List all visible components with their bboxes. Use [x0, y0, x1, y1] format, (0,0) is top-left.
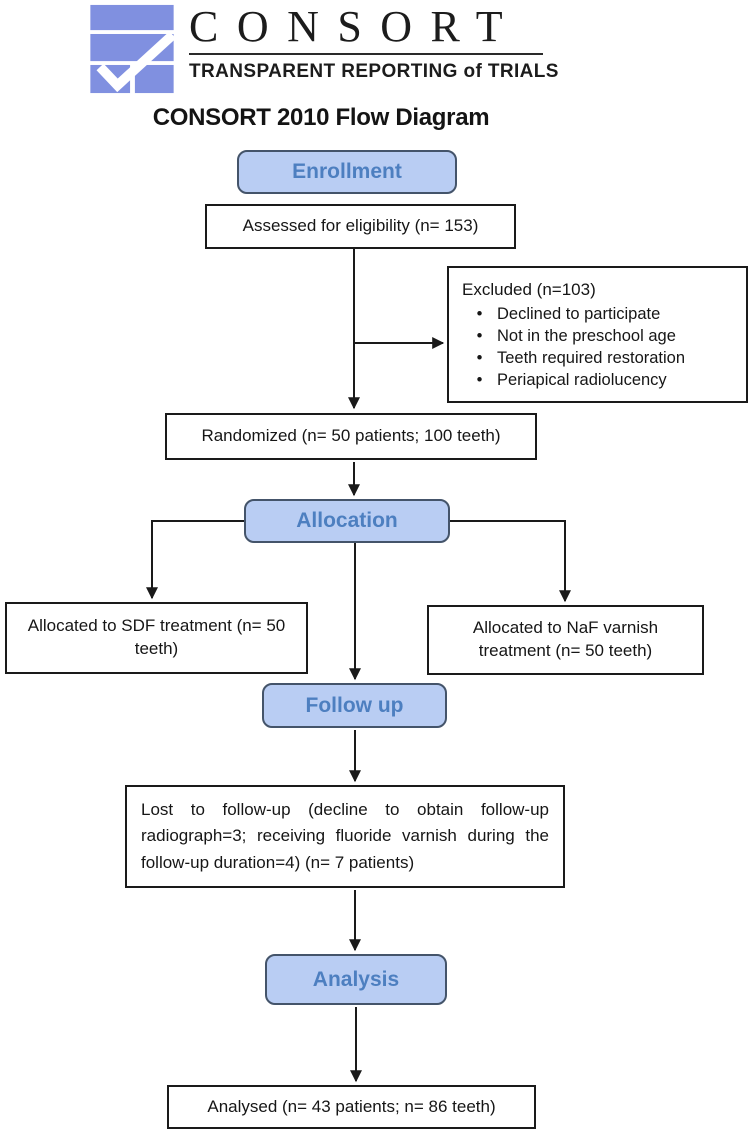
lost-to-followup-box: Lost to follow-up (decline to obtain fol…: [125, 785, 565, 888]
excluded-list: • Declined to participate • Not in the pre…: [462, 303, 738, 391]
excluded-item: • Periapical radiolucency: [462, 369, 738, 391]
stage-enrollment: Enrollment: [237, 150, 457, 194]
assessed-box: Assessed for eligibility (n= 153): [205, 204, 516, 249]
allocated-sdf-box: Allocated to SDF treatment (n= 50 teeth): [5, 602, 308, 674]
excluded-item: • Declined to participate: [462, 303, 738, 325]
consort-wordmark: CONSORT: [189, 2, 522, 49]
randomized-box: Randomized (n= 50 patients; 100 teeth): [165, 413, 537, 460]
bullet-icon: •: [476, 349, 483, 367]
excluded-box: Excluded (n=103) • Declined to participat…: [447, 266, 748, 403]
allocated-naf-box: Allocated to NaF varnish treatment (n= 5…: [427, 605, 704, 675]
stage-analysis: Analysis: [265, 954, 447, 1005]
excluded-item-label: Not in the preschool age: [497, 327, 676, 345]
excluded-item-label: Periapical radiolucency: [497, 371, 667, 389]
logo-underline: [189, 53, 543, 55]
logo-tagline: TRANSPARENT REPORTING of TRIALS: [189, 61, 559, 82]
excluded-item: • Teeth required restoration: [462, 347, 738, 369]
stage-follow-up: Follow up: [262, 683, 447, 728]
analysed-box: Analysed (n= 43 patients; n= 86 teeth): [167, 1085, 536, 1129]
arrow-allocation-to-sdf: [146, 520, 244, 600]
bullet-icon: •: [476, 371, 483, 389]
bullet-icon: •: [476, 305, 483, 323]
excluded-item-label: Teeth required restoration: [497, 349, 686, 367]
bullet-icon: •: [476, 327, 483, 345]
consort-logo-icon: [88, 3, 176, 95]
arrow-allocation-to-naf: [450, 520, 571, 603]
excluded-title: Excluded (n=103): [462, 280, 596, 299]
stage-allocation: Allocation: [244, 499, 450, 543]
excluded-item: • Not in the preschool age: [462, 325, 738, 347]
excluded-item-label: Declined to participate: [497, 305, 661, 323]
page-title: CONSORT 2010 Flow Diagram: [152, 104, 490, 131]
